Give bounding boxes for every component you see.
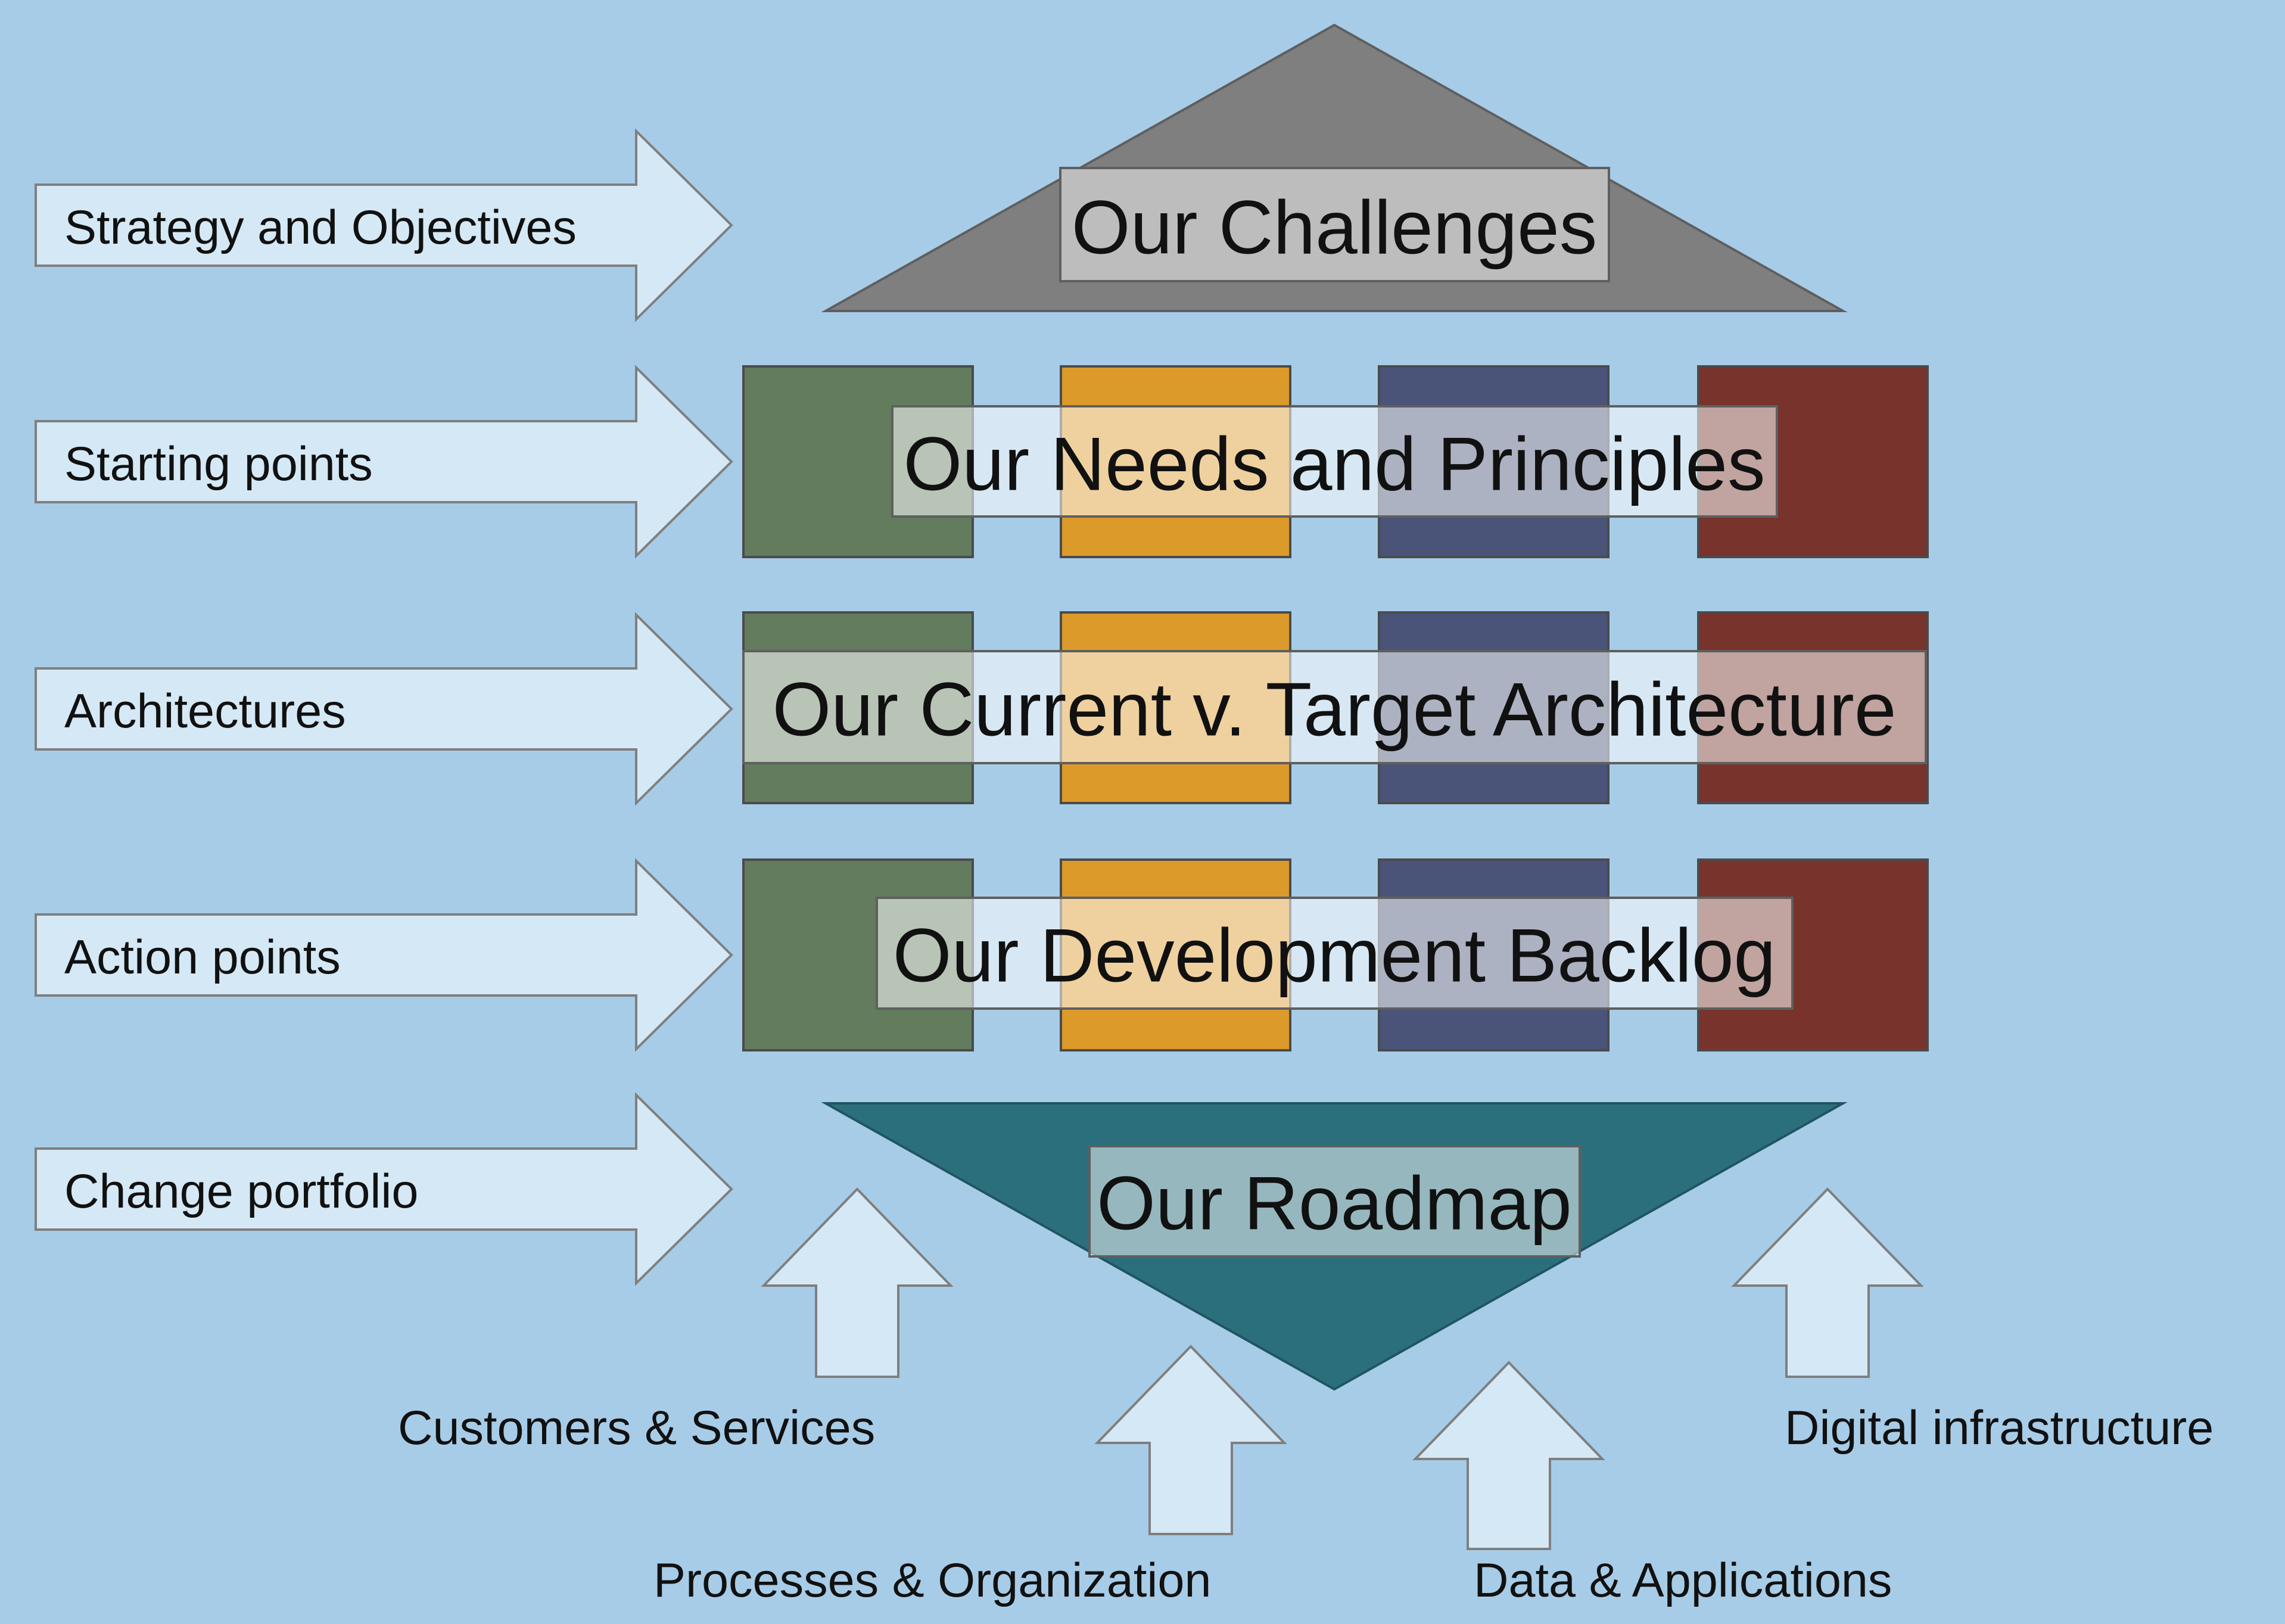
architecture-title-box — [742, 650, 1927, 764]
backlog-title: Our Development Backlog — [893, 913, 1776, 998]
arrow-starting-points: Starting points — [35, 365, 733, 559]
bottom-label-digital-infrastructure: Digital infrastructure — [1785, 1401, 2214, 1455]
architecture-title: Our Current v. Target Architecture — [773, 667, 1897, 752]
roadmap-foundation: Our Roadmap — [821, 1102, 1848, 1391]
needs-principles-title: Our Needs and Principles — [903, 422, 1765, 506]
arrow-label-architectures: Architectures — [64, 685, 346, 738]
arrow-label-action-points: Action points — [64, 931, 341, 984]
challenges-roof: Our Challenges — [821, 23, 1848, 312]
arrow-architectures: Architectures — [35, 612, 733, 806]
needs-principles-title-box — [891, 405, 1778, 518]
bottom-arrows: Customers & Services Processes & Organiz… — [398, 1187, 2214, 1607]
arrow-label-strategy-objectives: Strategy and Objectives — [64, 201, 577, 254]
bottom-label-data-applications: Data & Applications — [1474, 1554, 1892, 1607]
arrow-action-points: Action points — [35, 858, 733, 1052]
challenges-title: Our Challenges — [1072, 185, 1597, 270]
arrow-data-applications: Data & Applications — [1412, 1361, 1892, 1607]
bottom-label-customers-services: Customers & Services — [398, 1401, 875, 1455]
arrow-customers-services: Customers & Services — [398, 1187, 954, 1455]
roadmap-title-box — [1088, 1145, 1581, 1258]
arrow-processes-organization: Processes & Organization — [653, 1345, 1287, 1607]
roadmap-title: Our Roadmap — [1097, 1161, 1572, 1246]
needs-principles-row: Our Needs and Principles — [742, 365, 1929, 558]
bottom-label-processes-organization: Processes & Organization — [653, 1554, 1211, 1607]
challenges-title-box — [1059, 167, 1610, 282]
arrow-label-starting-points: Starting points — [64, 437, 373, 491]
arrow-change-portfolio: Change portfolio — [35, 1092, 733, 1286]
backlog-row: Our Development Backlog — [742, 858, 1929, 1051]
left-arrows: Strategy and Objectives Starting points … — [35, 128, 733, 1286]
arrow-label-change-portfolio: Change portfolio — [64, 1165, 418, 1218]
arrow-digital-infrastructure: Digital infrastructure — [1731, 1187, 2214, 1455]
backlog-title-box — [876, 897, 1794, 1010]
arrow-strategy-objectives: Strategy and Objectives — [35, 128, 733, 322]
architecture-row: Our Current v. Target Architecture — [742, 611, 1929, 804]
